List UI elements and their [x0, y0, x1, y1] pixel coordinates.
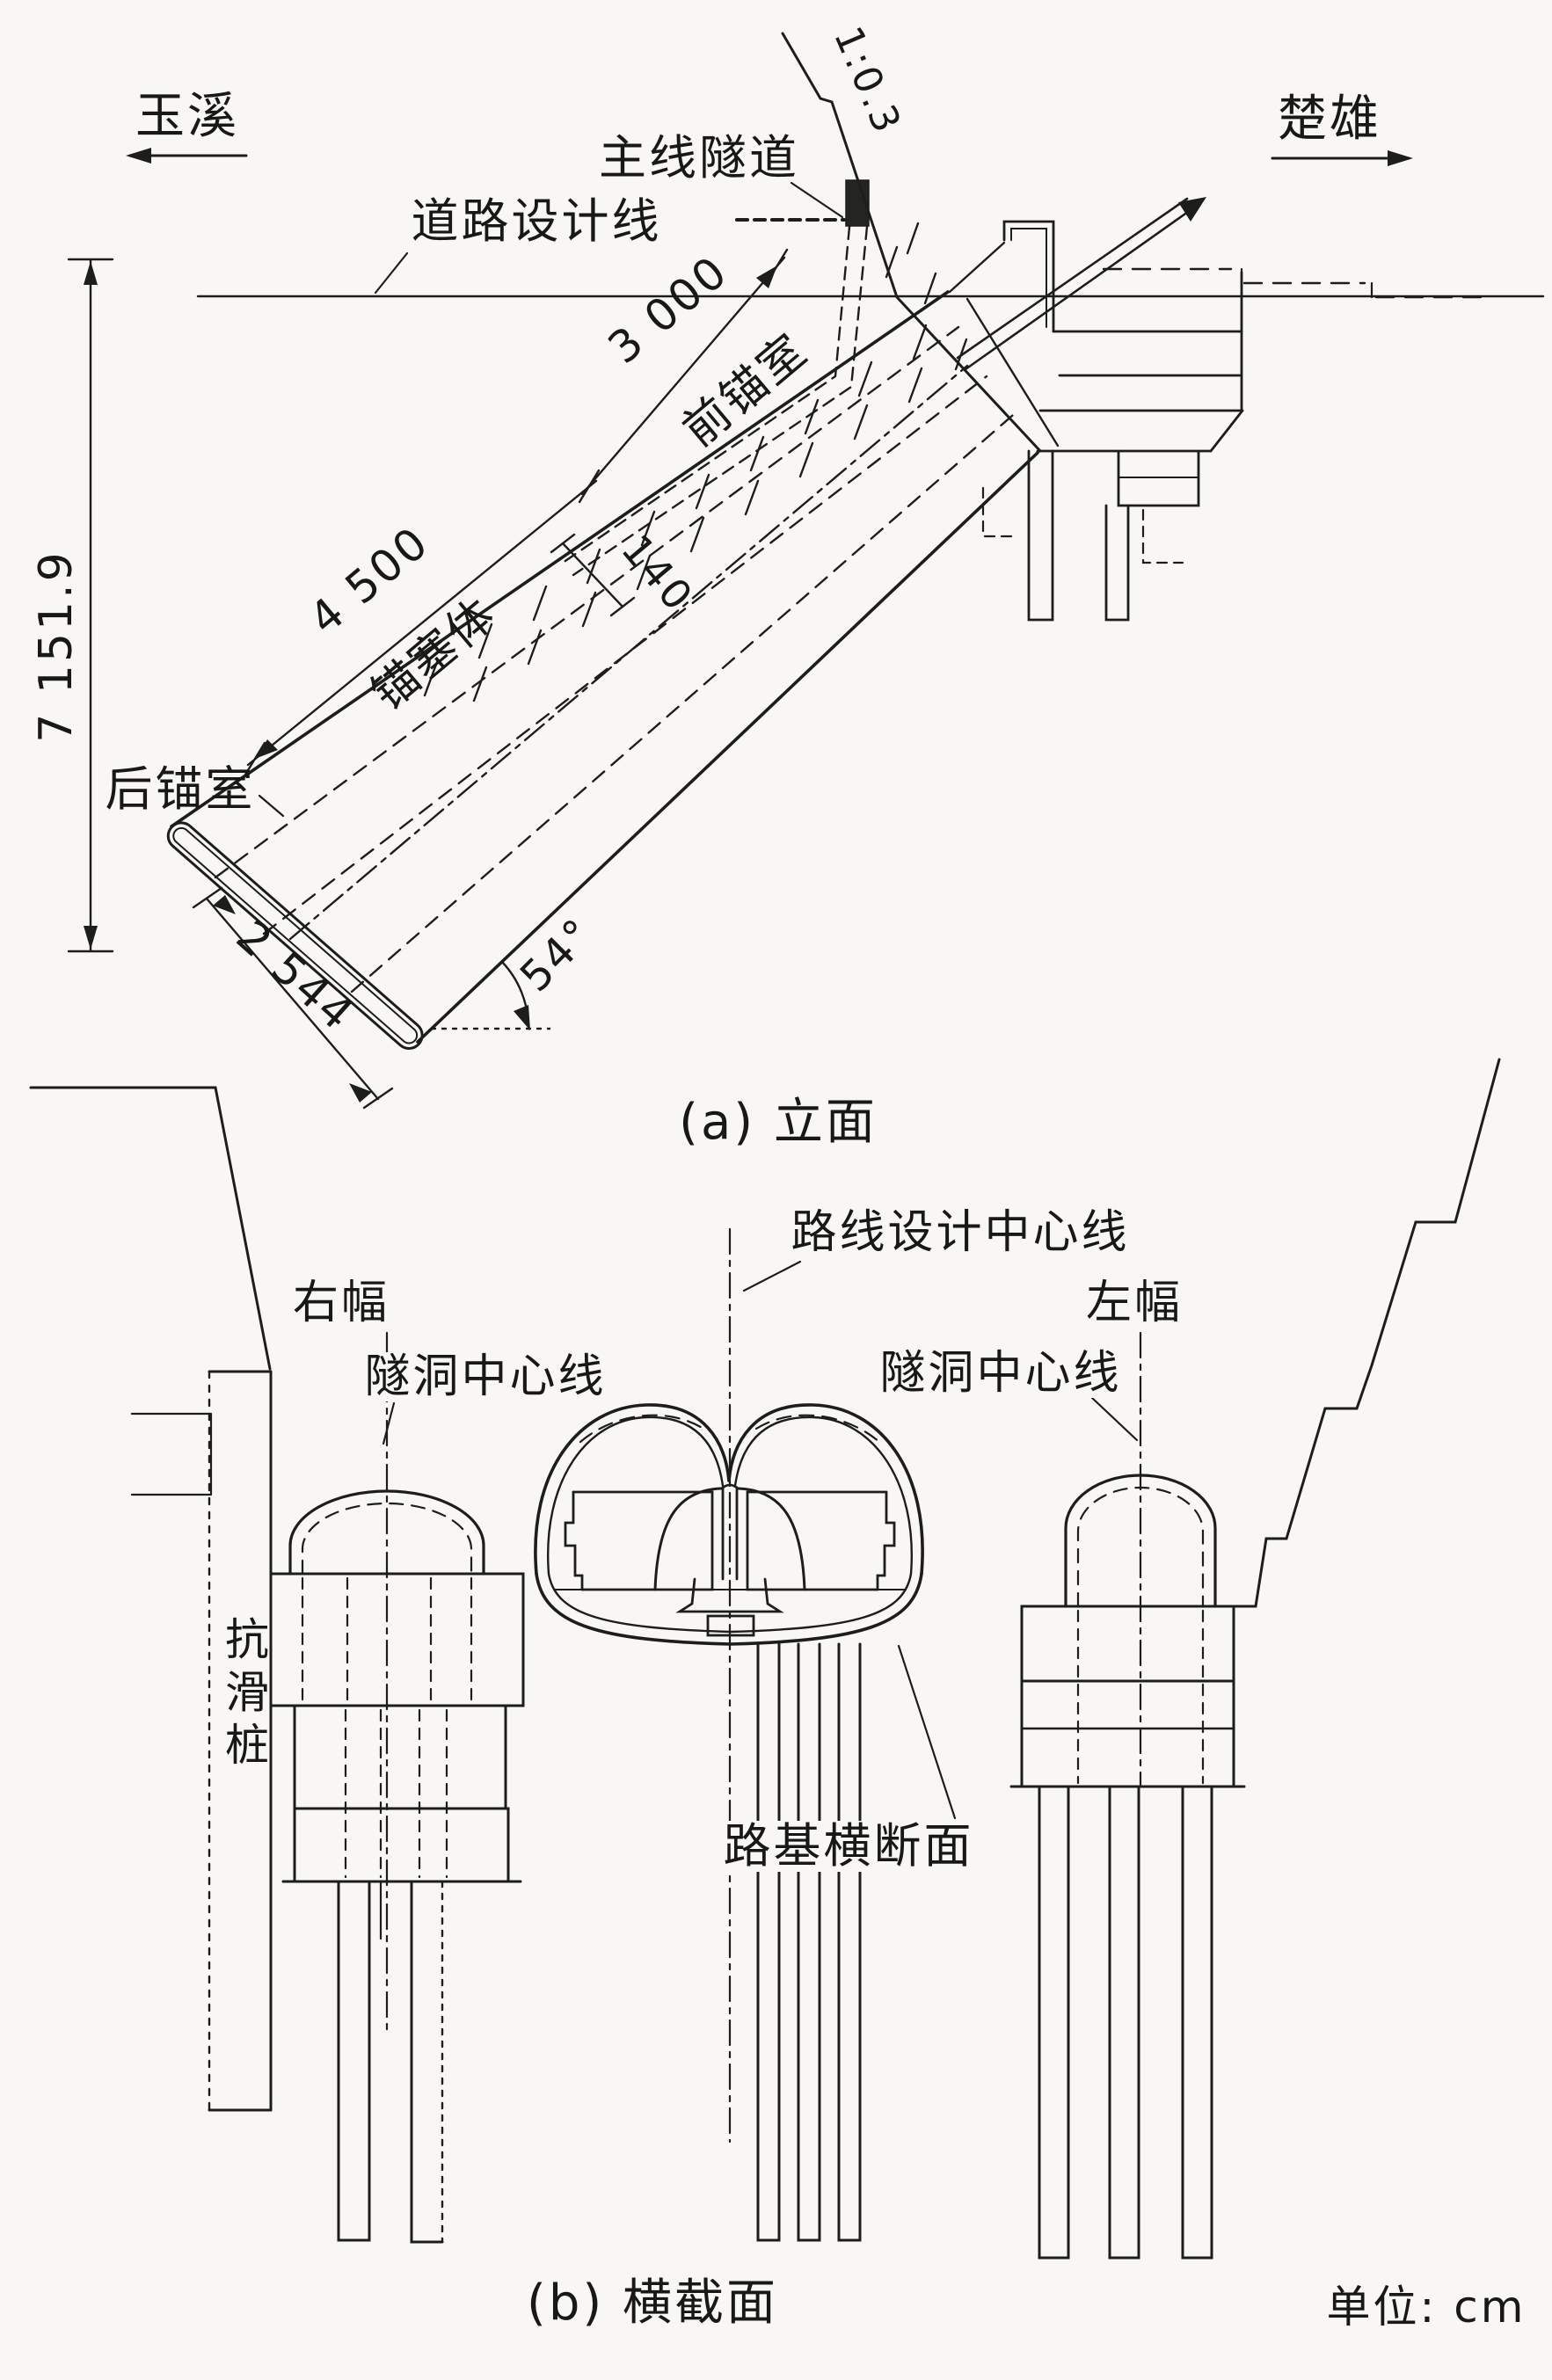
terrain-left	[29, 1086, 272, 1371]
terrain-bench	[130, 1412, 213, 1496]
tunnel-center-leader-right	[1090, 1396, 1139, 1442]
route-center-label: 路线设计中心线	[791, 1206, 1130, 1259]
wedge-bottom-edge	[416, 451, 1039, 1044]
left-anchorage	[269, 1331, 525, 2244]
right-carriageway-label: 右幅	[292, 1277, 390, 1329]
portal-structure	[948, 220, 1486, 622]
tunnel-center-label-left: 隧洞中心线	[361, 1352, 610, 1401]
main-tunnel-leader	[790, 181, 844, 219]
chuxiong-arrow	[1271, 150, 1413, 166]
dim-7151-label: 7 151.9	[30, 550, 83, 743]
tunnel-center-label-right: 隧洞中心线	[876, 1349, 1126, 1398]
roadbed-section-label: 路基横断面	[719, 1821, 978, 1872]
road-design-line-label: 道路设计线	[411, 193, 662, 249]
right-anchorage	[1009, 1331, 1246, 2260]
anti-slide-pile	[208, 1370, 273, 2112]
dimension-140	[550, 533, 636, 617]
hidden-bore-line-2	[572, 225, 869, 577]
dimension-2544	[192, 886, 394, 1110]
rear-anchor-room-label: 后锚室	[105, 761, 256, 817]
tunnel-center-leader-left	[382, 1401, 396, 1445]
wedge-axis-line	[288, 364, 969, 941]
anchor-axis-arrow	[956, 197, 1206, 371]
rock-hatching	[423, 222, 968, 702]
caption-elevation: (a) 立面	[679, 1094, 878, 1151]
left-carriageway-label: 左幅	[1085, 1277, 1184, 1329]
hidden-bore-line-1	[561, 225, 851, 564]
route-center-leader	[742, 1260, 802, 1292]
cut-slope-line	[781, 32, 1042, 453]
anti-slide-pile-label: 抗滑桩	[218, 1614, 269, 1776]
dimension-7151	[67, 258, 114, 953]
dimension-4500-3000	[244, 248, 789, 776]
road-design-leader	[374, 251, 409, 295]
wedge-top-edge	[170, 290, 950, 828]
direction-left-label: 玉溪	[135, 88, 239, 145]
unit-note: 单位: cm	[1326, 2282, 1526, 2333]
rear-room-leader	[258, 794, 285, 818]
wedge-lining-dashes	[214, 325, 1015, 993]
yuxi-arrow	[126, 148, 248, 164]
terrain-right	[1232, 1058, 1501, 1608]
direction-right-label: 楚雄	[1278, 91, 1381, 148]
angle-54	[430, 960, 551, 1030]
cut-slope-inner	[965, 297, 1060, 448]
rear-anchor-capsule-outer	[166, 821, 424, 1050]
main-tunnel-label: 主线隧道	[599, 130, 799, 186]
roadbed-leader	[897, 1644, 957, 1820]
caption-cross-section: (b) 横截面	[526, 2274, 779, 2332]
